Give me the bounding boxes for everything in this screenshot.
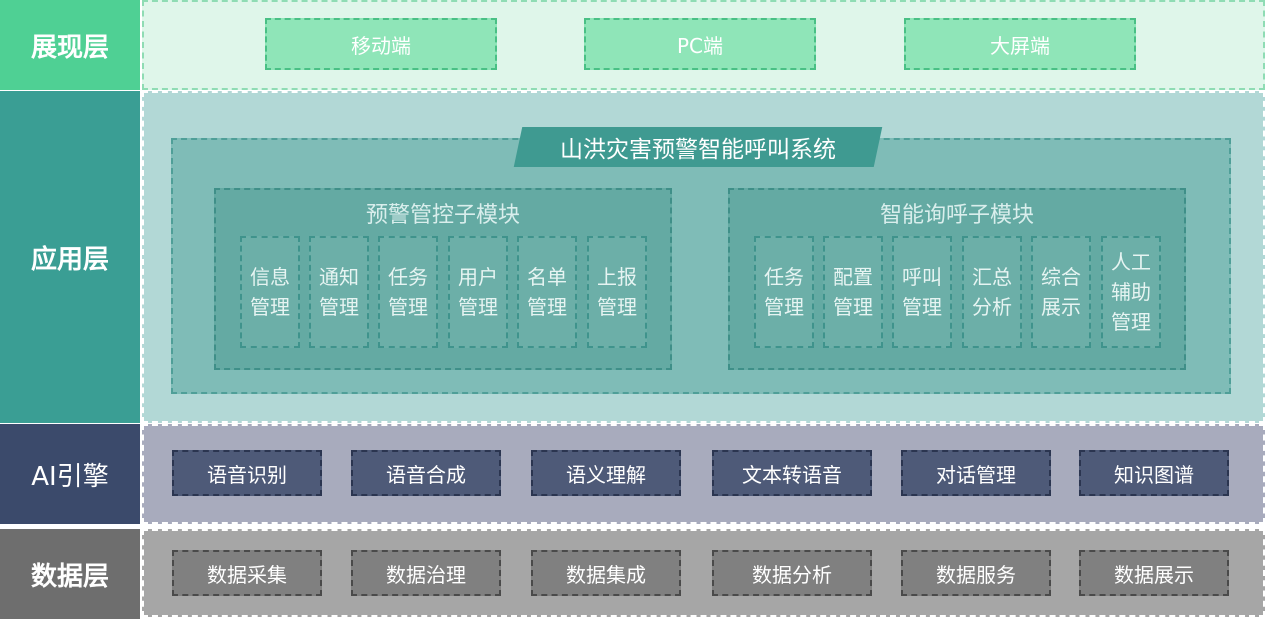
layer-label-application: 应用层: [0, 91, 140, 423]
ai-item: 语音合成: [351, 450, 501, 496]
layer-label-presentation: 展现层: [0, 0, 140, 90]
module-item: 上报管理: [587, 236, 647, 348]
module-item: 通知管理: [309, 236, 369, 348]
ai-item: 语义理解: [531, 450, 681, 496]
presentation-item-mobile: 移动端: [265, 18, 497, 70]
ai-item: 对话管理: [901, 450, 1051, 496]
data-item: 数据分析: [712, 550, 872, 596]
presentation-item-pc: PC端: [584, 18, 816, 70]
ai-engine-layer-panel: [142, 424, 1265, 524]
ai-item: 文本转语音: [712, 450, 872, 496]
data-item: 数据治理: [351, 550, 501, 596]
data-item: 数据服务: [901, 550, 1051, 596]
submodule-title: 智能询呼子模块: [879, 203, 1034, 228]
data-item: 数据集成: [531, 550, 681, 596]
module-item: 名单管理: [517, 236, 577, 348]
layer-label-data: 数据层: [0, 529, 140, 619]
module-item: 任务管理: [754, 236, 814, 348]
ai-item: 语音识别: [172, 450, 322, 496]
ai-item: 知识图谱: [1079, 450, 1229, 496]
module-item: 信息管理: [240, 236, 300, 348]
module-item: 汇总分析: [962, 236, 1022, 348]
module-item: 人工辅助管理: [1101, 236, 1161, 348]
module-item: 综合展示: [1031, 236, 1091, 348]
module-item: 任务管理: [378, 236, 438, 348]
layer-label-ai-engine: AI引擎: [0, 424, 140, 524]
data-item: 数据采集: [172, 550, 322, 596]
submodule-title: 预警管控子模块: [365, 203, 520, 228]
module-item: 呼叫管理: [892, 236, 952, 348]
module-item: 用户管理: [448, 236, 508, 348]
system-title: 山洪灾害预警智能呼叫系统: [513, 127, 883, 167]
module-item: 配置管理: [823, 236, 883, 348]
data-item: 数据展示: [1079, 550, 1229, 596]
presentation-item-big-screen: 大屏端: [904, 18, 1136, 70]
data-layer-panel: [142, 529, 1265, 617]
